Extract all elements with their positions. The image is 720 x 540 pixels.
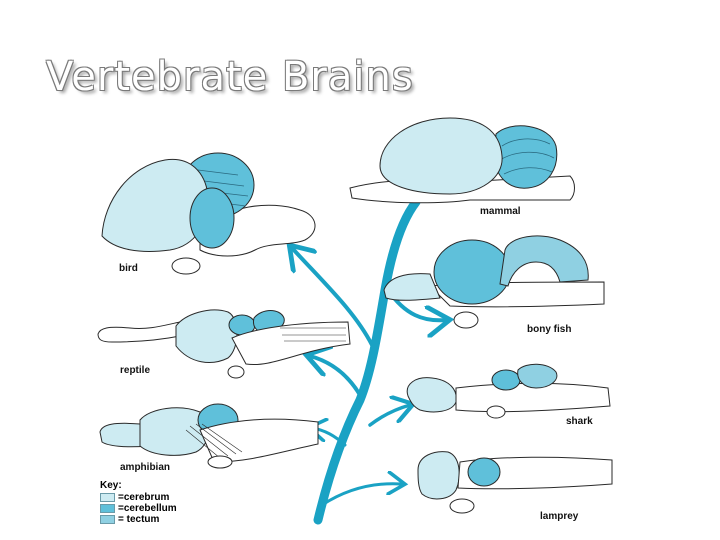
phylogenetic-tree [292, 197, 446, 525]
key-label-tectum: = tectum [118, 514, 160, 525]
brain-amphibian [99, 403, 319, 469]
reptile-cerebrum [175, 309, 238, 363]
bony-fish-cerebrum [383, 273, 441, 301]
label-shark: shark [566, 416, 593, 427]
key-row-cerebrum: =cerebrum [100, 492, 177, 503]
label-bird: bird [119, 263, 138, 274]
key-label-cerebellum: =cerebellum [118, 503, 177, 514]
branch-reptile [310, 356, 362, 397]
brain-shark [406, 363, 611, 419]
bony-fish-cerebellum [499, 235, 589, 287]
lamprey-tectum [467, 457, 501, 487]
lamprey-pituitary [449, 498, 475, 514]
bony-fish-tectum [433, 239, 511, 305]
branch-bird [292, 248, 374, 347]
branch-shark [368, 405, 410, 427]
brain-bird [101, 152, 316, 275]
label-reptile: reptile [120, 365, 150, 376]
label-mammal: mammal [480, 206, 521, 217]
tree-trunk [313, 197, 421, 525]
color-key: Key: =cerebrum =cerebellum = tectum [100, 480, 177, 525]
key-swatch-tectum [100, 515, 115, 524]
shark-tectum [491, 369, 521, 391]
brain-lamprey [417, 451, 613, 514]
amphibian-medulla [199, 418, 319, 463]
brain-bony-fish [383, 235, 605, 329]
amphibian-pituitary [207, 455, 233, 469]
mammal-cerebellum [493, 125, 558, 189]
shark-cerebrum [406, 377, 457, 413]
slide-title: Vertebrate Brains [46, 54, 414, 100]
reptile-olfactory [97, 321, 181, 343]
mammal-cerebrum [379, 117, 503, 195]
shark-cerebellum [517, 363, 558, 389]
brain-mammal [349, 117, 575, 204]
lamprey-forebrain [417, 451, 460, 500]
key-heading: Key: [100, 480, 122, 491]
label-lamprey: lamprey [540, 511, 579, 522]
reptile-pituitary [227, 365, 245, 379]
brain-reptile [97, 309, 351, 379]
reptile-medulla [231, 321, 351, 366]
key-swatch-cerebellum [100, 504, 115, 513]
branch-lamprey [320, 484, 402, 507]
key-row-tectum: = tectum [100, 514, 177, 525]
label-amphibian: amphibian [120, 462, 170, 473]
bird-tectum [189, 187, 235, 249]
bird-pituitary [171, 257, 201, 275]
bony-fish-pituitary [453, 311, 479, 329]
key-swatch-cerebrum [100, 493, 115, 502]
amphibian-cerebrum [139, 407, 209, 456]
shark-pituitary [486, 405, 506, 419]
label-bony-fish: bony fish [527, 324, 571, 335]
key-label-cerebrum: =cerebrum [118, 492, 170, 503]
key-row-cerebellum: =cerebellum [100, 503, 177, 514]
